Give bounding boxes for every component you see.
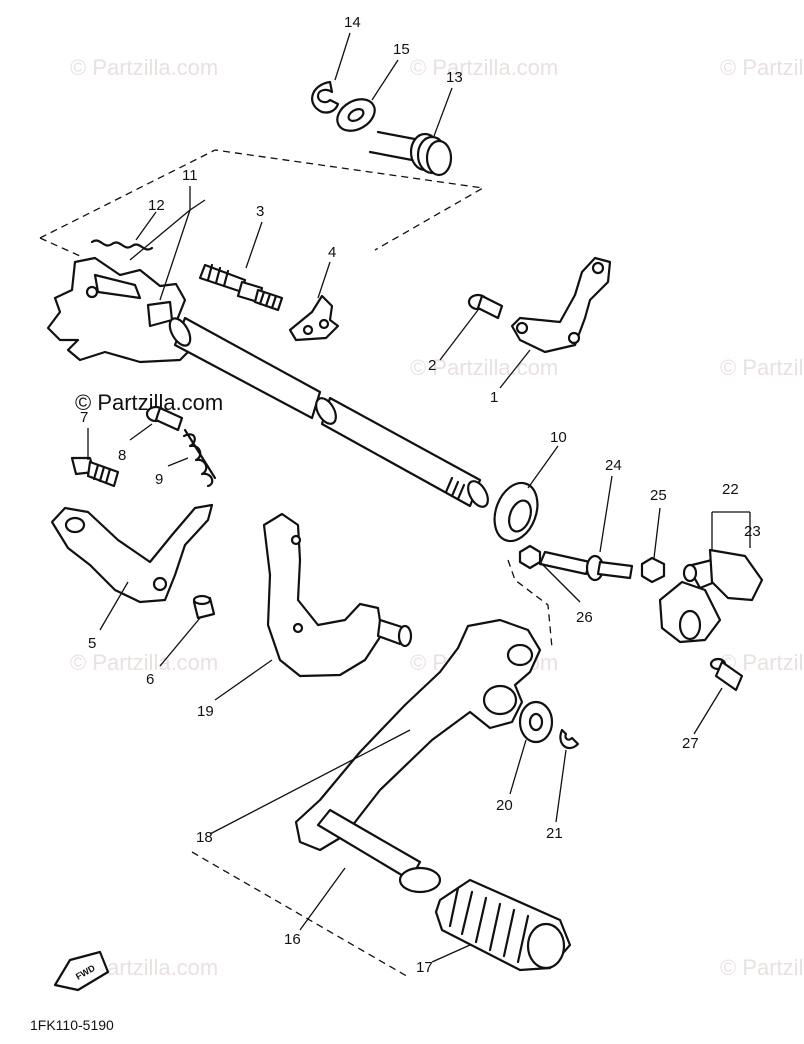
part-arm-5 (50, 503, 214, 604)
callout-8: 8 (118, 447, 126, 464)
part-stopper-lever-1 (510, 256, 612, 354)
part-bolt-7 (70, 456, 120, 488)
diagram-code: 1FK110-5190 (30, 1017, 114, 1033)
part-washer-20 (518, 700, 554, 744)
watermark: © Partzilla.com (70, 55, 218, 80)
callout-6: 6 (146, 671, 154, 688)
part-oil-seal-10 (493, 481, 539, 543)
callout-10: 10 (550, 429, 567, 446)
callout-1: 1 (490, 389, 498, 406)
callout-23: 23 (744, 523, 761, 540)
callout-11: 11 (182, 167, 198, 184)
callout-17: 17 (416, 959, 433, 976)
part-circlip-14 (311, 80, 340, 114)
watermark: © Partzilla.com (410, 355, 558, 380)
callout-22: 22 (722, 481, 739, 498)
part-bolt-8 (145, 405, 184, 432)
leader-lines (87, 32, 751, 963)
part-plate-4 (288, 294, 340, 342)
callout-21: 21 (546, 825, 563, 842)
watermark: © Partzilla.com (720, 955, 804, 980)
group-outline-26 (507, 559, 553, 649)
callout-26: 26 (576, 609, 593, 626)
callout-5: 5 (88, 635, 96, 652)
callouts: 14 15 13 11 12 3 4 2 1 7 8 9 10 24 25 22… (80, 14, 761, 976)
watermark: © Partzilla.com (70, 650, 218, 675)
part-bolt-24 (538, 550, 634, 582)
callout-2: 2 (428, 357, 436, 374)
group-outline-16 (191, 851, 411, 979)
callout-3: 3 (256, 203, 264, 220)
part-stud-bolt-3 (198, 263, 284, 312)
callout-24: 24 (605, 457, 622, 474)
callout-27: 27 (682, 735, 699, 752)
watermarks: © Partzilla.com © Partzilla.com © Partzi… (70, 55, 804, 980)
callout-15: 15 (393, 41, 410, 58)
callout-19: 19 (197, 703, 214, 720)
part-clip-21 (559, 728, 580, 750)
part-footrest-rubber-17 (434, 878, 572, 972)
part-nut-26 (518, 544, 542, 570)
callout-12: 12 (148, 197, 165, 214)
callout-20: 20 (496, 797, 513, 814)
callout-4: 4 (328, 244, 336, 261)
part-bolt-27 (709, 657, 744, 692)
part-shift-shaft (168, 316, 489, 508)
group-outline-top (39, 149, 485, 251)
part-collar-6 (192, 594, 216, 620)
part-spring-12 (90, 239, 154, 251)
part-spring-13 (368, 130, 453, 177)
part-joint-22-23 (658, 548, 764, 644)
part-lever-19 (262, 512, 413, 678)
part-shift-pedal-18 (294, 618, 542, 894)
part-shift-lever-11 (46, 256, 197, 364)
part-spring-9 (182, 428, 217, 488)
part-washer-15 (336, 98, 376, 132)
callout-18: 18 (196, 829, 213, 846)
callout-16: 16 (284, 931, 301, 948)
watermark: © Partzilla.com (720, 355, 804, 380)
fwd-arrow-icon: FWD (53, 950, 110, 992)
callout-9: 9 (155, 471, 163, 488)
part-nut-25 (640, 556, 666, 584)
callout-7: 7 (80, 409, 88, 426)
part-bolt-2 (467, 293, 504, 320)
watermark: © Partzilla.com (410, 55, 558, 80)
callout-25: 25 (650, 487, 667, 504)
callout-13: 13 (446, 69, 463, 86)
callout-14: 14 (344, 14, 361, 31)
watermark: © Partzilla.com (720, 55, 804, 80)
